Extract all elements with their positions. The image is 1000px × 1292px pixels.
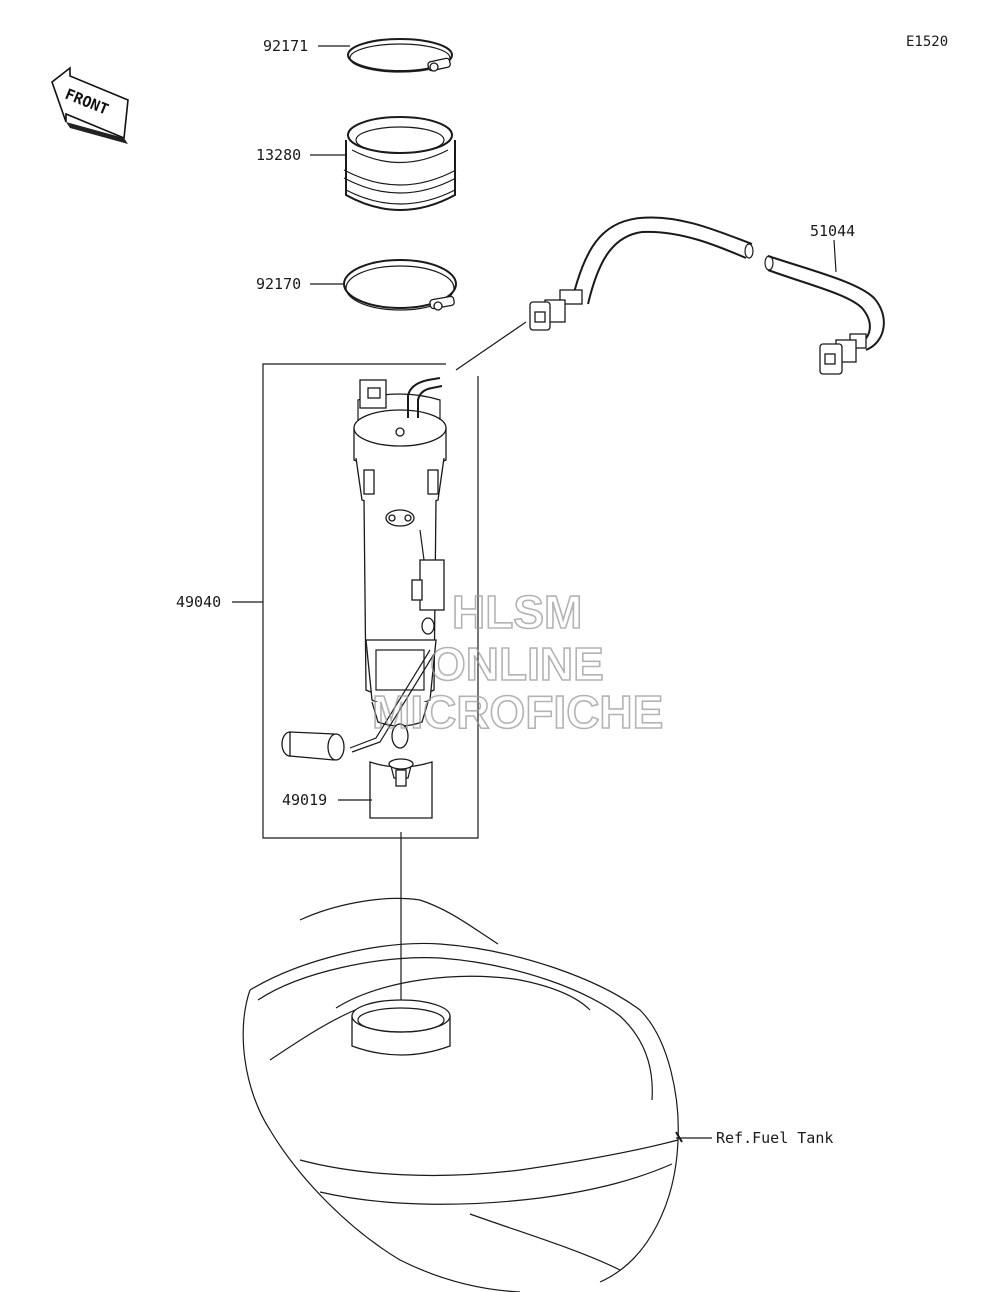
label-92171[interactable]: 92171 (263, 37, 308, 55)
watermark: HLSM ONLINE MICROFICHE (371, 585, 664, 739)
label-49019[interactable]: 49019 (282, 791, 327, 809)
assembly-bracket (262, 363, 479, 839)
label-ref-fuel-tank[interactable]: Ref.Fuel Tank (716, 1129, 833, 1147)
label-49040[interactable]: 49040 (176, 593, 221, 611)
label-92170[interactable]: 92170 (256, 275, 301, 293)
watermark-line-3: MICROFICHE (372, 686, 663, 738)
fuel-tank[interactable] (242, 897, 683, 1292)
filter-49019[interactable] (369, 758, 433, 819)
diagram-code: E1520 (906, 34, 948, 50)
seal-13280[interactable] (343, 116, 457, 211)
fuel-pump-49040[interactable] (281, 377, 447, 761)
watermark-line-1: HLSM (452, 586, 582, 638)
front-arrow-icon: FRONT (51, 66, 129, 144)
watermark-line-2: ONLINE (430, 638, 604, 690)
float-icon (281, 731, 345, 761)
label-13280[interactable]: 13280 (256, 146, 301, 164)
clamp-92171[interactable] (347, 38, 453, 73)
fuel-hose-51044[interactable] (529, 216, 885, 375)
clamp-92170[interactable] (343, 259, 457, 311)
label-51044[interactable]: 51044 (810, 222, 855, 240)
